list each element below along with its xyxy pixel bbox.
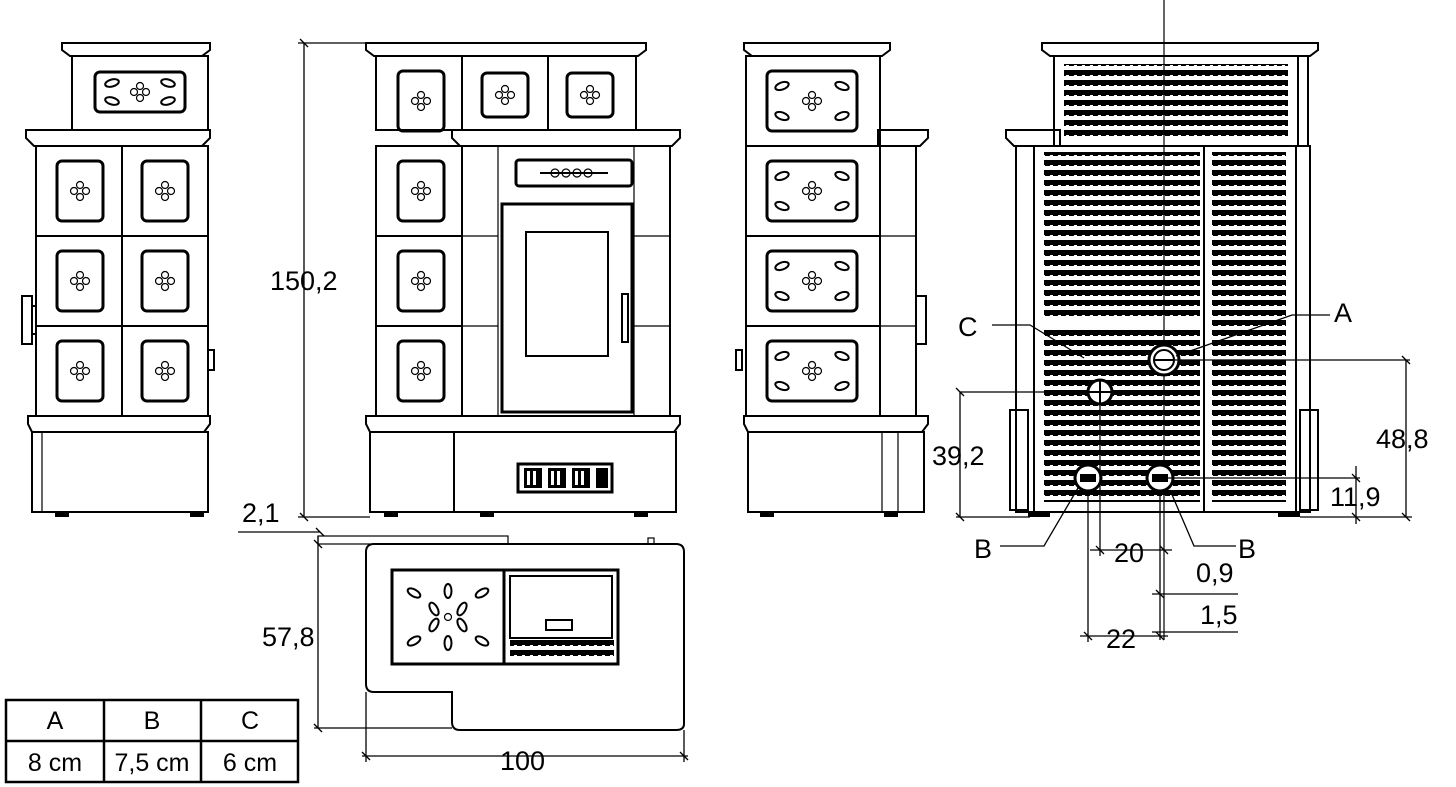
diameter-table: A B C 8 cm 7,5 cm 6 cm (4, 698, 300, 784)
front-view (365, 42, 681, 517)
table-value-c: 6 cm (223, 749, 277, 777)
table-value-b: 7,5 cm (114, 749, 189, 777)
dim-b-spacing: 20 (1114, 538, 1144, 568)
dim-rear-a-height: 48,8 (1376, 424, 1429, 454)
left-side-view (21, 42, 215, 517)
dim-b-spacing-2: 22 (1106, 624, 1136, 654)
dim-b-gap-2: 1,5 (1200, 600, 1238, 630)
dim-front-offset: 2,1 (242, 498, 280, 528)
label-connection-a: A (1334, 298, 1352, 328)
dimension-lines (238, 38, 1412, 762)
dim-height-total: 150,2 (270, 266, 338, 296)
right-side-view (735, 42, 929, 517)
dim-rear-b-height: 11,9 (1330, 482, 1381, 512)
dim-depth: 57,8 (262, 622, 315, 652)
table-value-a: 8 cm (28, 749, 82, 777)
table-header-b: B (144, 707, 161, 735)
label-connection-b-left: B (974, 534, 992, 564)
dim-b-gap-1: 0,9 (1196, 558, 1234, 588)
rear-view (1005, 0, 1319, 640)
top-view (317, 535, 685, 731)
table-header-a: A (47, 707, 64, 735)
dim-width: 100 (500, 746, 545, 776)
table-header-c: C (241, 707, 259, 735)
label-connection-c: C (958, 312, 978, 342)
dimension-labels: 150,2 2,1 57,8 100 39,2 48,8 11,9 20 0,9… (242, 266, 1429, 776)
dim-rear-c-height: 39,2 (932, 441, 985, 471)
label-connection-b-right: B (1238, 534, 1256, 564)
